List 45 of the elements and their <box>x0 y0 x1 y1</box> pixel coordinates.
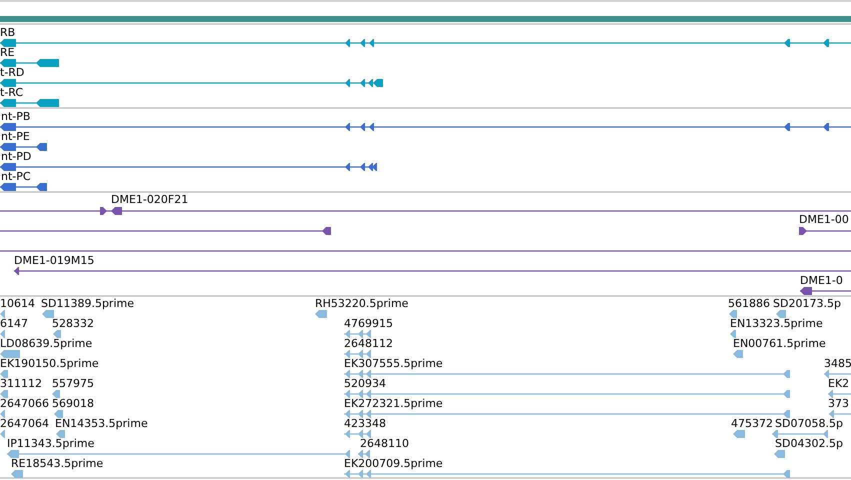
est-label: EK190150.5prime <box>0 357 99 370</box>
est-label: 2647066 <box>0 397 49 410</box>
est-label: 311112 <box>0 377 42 390</box>
est-label: SD04302.5p <box>775 437 843 450</box>
est-label: 475372 <box>731 417 773 430</box>
est-label: LD08639.5prime <box>0 337 92 350</box>
est-label: 561886 <box>728 297 770 310</box>
est-label: 10614 <box>0 297 35 310</box>
transcript-label: RE <box>0 46 15 59</box>
est-label: 520934 <box>344 377 386 390</box>
transcript-label: RB <box>0 26 16 39</box>
est-label: SD11389.5prime <box>41 297 134 310</box>
est-label: EN14353.5prime <box>55 417 148 430</box>
est-label: 2647064 <box>0 417 49 430</box>
clone-label: DME1-020F21 <box>111 193 188 206</box>
est-label: 423348 <box>344 417 386 430</box>
est-label: RH53220.5prime <box>315 297 408 310</box>
est-label: 6147 <box>0 317 28 330</box>
est-label: 4769915 <box>344 317 393 330</box>
transcript-label: nt-PD <box>1 150 32 163</box>
est-label: EK2 <box>828 377 850 390</box>
est-label: 3485 <box>824 357 851 370</box>
clone-label: DME1-00 <box>799 213 849 226</box>
est-label: 373 <box>828 397 849 410</box>
transcript-label: nt-PC <box>1 170 31 183</box>
transcript-label: nt-PE <box>1 130 30 143</box>
est-label: EK307555.5prime <box>344 357 443 370</box>
est-label: 569018 <box>52 397 94 410</box>
clone-label: DME1-0 <box>800 274 843 287</box>
transcript-label: t-RD <box>0 66 24 79</box>
est-label: 2648110 <box>360 437 409 450</box>
est-label: SD20173.5p <box>773 297 841 310</box>
transcript-label: nt-PB <box>1 110 30 123</box>
est-label: EN13323.5prime <box>730 317 823 330</box>
est-label: IP11343.5prime <box>7 437 94 450</box>
est-label: 528332 <box>52 317 94 330</box>
est-label: SD07058.5p <box>775 417 843 430</box>
est-label: 557975 <box>52 377 94 390</box>
est-label: EN00761.5prime <box>733 337 826 350</box>
transcript-label: t-RC <box>0 86 24 99</box>
clone-label: DME1-019M15 <box>14 254 94 267</box>
est-label: EK272321.5prime <box>344 397 443 410</box>
est-label: 2648112 <box>344 337 393 350</box>
est-label: RE18543.5prime <box>11 457 104 470</box>
est-label: EK200709.5prime <box>344 457 443 470</box>
